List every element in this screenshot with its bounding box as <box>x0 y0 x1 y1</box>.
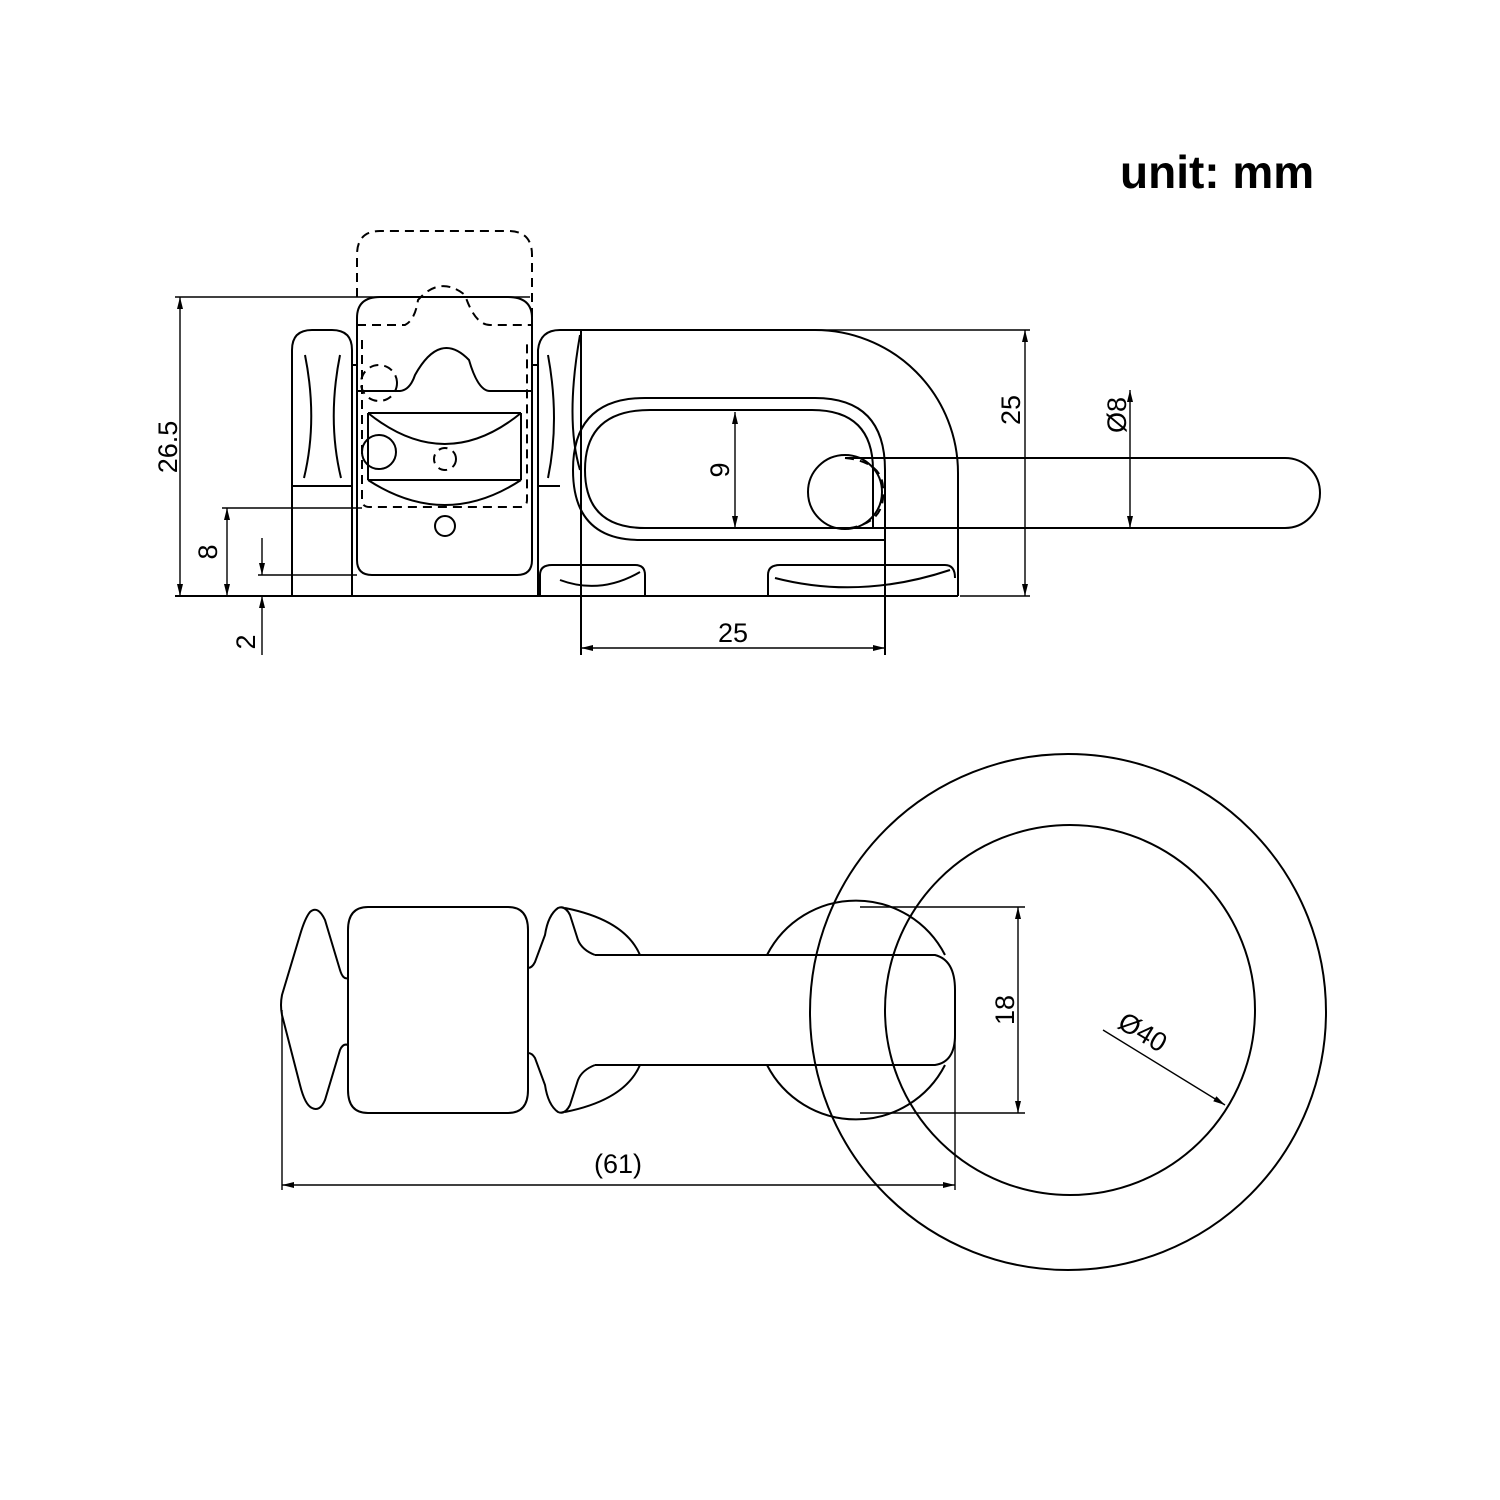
dim-pin-diameter: Ø8 <box>1102 397 1132 433</box>
rod <box>595 954 956 1066</box>
dim-body-height: 25 <box>996 395 1026 425</box>
dim-ring-diameter: Ø40 <box>1113 1006 1172 1058</box>
pin-rod <box>845 457 1321 529</box>
dim-slot-height: 9 <box>705 462 735 477</box>
slider-body <box>356 296 533 576</box>
dim-base-thickness: 2 <box>231 634 261 649</box>
dim-ball-width: 18 <box>990 995 1020 1025</box>
right-block <box>537 329 590 596</box>
slider-block <box>347 906 529 1114</box>
eye-body <box>581 329 959 596</box>
ring-outer <box>809 753 1327 1271</box>
end-cap <box>280 908 349 1110</box>
foot-left <box>539 564 646 596</box>
dim-slot-width: 25 <box>718 618 748 648</box>
unit-label: unit: mm <box>1120 146 1314 198</box>
top-view: 18 (61) Ø40 <box>280 753 1327 1271</box>
left-block <box>291 329 353 596</box>
dim-overall-length: (61) <box>594 1149 642 1179</box>
ring-inner <box>884 824 1256 1196</box>
side-view: 26.5 8 2 25 9 Ø8 25 <box>153 230 1321 655</box>
eye-slot <box>571 397 886 541</box>
dim-overall-height: 26.5 <box>153 421 183 474</box>
pin-end <box>807 454 883 530</box>
dim-base-to-pin: 8 <box>193 544 223 559</box>
ball <box>766 899 946 1121</box>
